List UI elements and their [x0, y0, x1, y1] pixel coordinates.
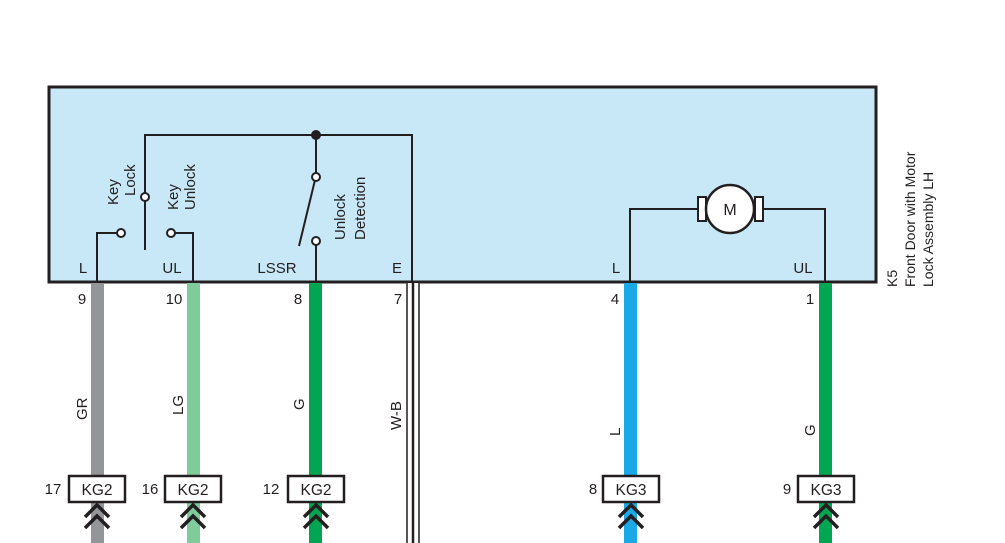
unlock-pivot-point	[311, 172, 321, 182]
connector-box	[163, 474, 223, 504]
key-lock-label-2: Lock	[122, 164, 139, 196]
unlock-detection-label-2: Detection	[352, 177, 369, 240]
connector-name: KG2	[300, 482, 331, 499]
chevron-icon	[302, 513, 330, 530]
chevron-icon	[302, 502, 330, 519]
terminal-name: UL	[162, 260, 181, 277]
pin-number: 9	[78, 291, 86, 308]
motor-body	[704, 183, 756, 235]
pin-number: 1	[806, 291, 814, 308]
key-unlock-contact-point	[166, 228, 176, 238]
wire-code: L	[607, 428, 624, 436]
chevron-icon	[812, 513, 840, 530]
motor-brush-right	[754, 196, 764, 222]
terminal-name: LSSR	[257, 260, 296, 277]
terminal-name: E	[392, 260, 402, 277]
unlock-detection-label-1: Unlock	[332, 194, 349, 240]
pin-number: 7	[394, 291, 402, 308]
connector-kg2-12: KG2 12	[263, 474, 346, 504]
connector-box	[796, 474, 856, 504]
wire-code: LG	[170, 395, 187, 415]
unlock-contact-point	[311, 236, 321, 246]
component-ref: K5	[884, 270, 900, 287]
connector-name: KG2	[81, 482, 112, 499]
key-lock-contact	[96, 232, 117, 282]
connector-box	[601, 474, 661, 504]
connector-pin: 9	[783, 481, 791, 498]
pin-number: 10	[166, 291, 183, 308]
key-pivot-point	[140, 192, 150, 202]
key-lock-contact-point	[116, 228, 126, 238]
key-unlock-label-1: Key	[165, 184, 182, 210]
connector-name: KG3	[615, 482, 646, 499]
connector-pin: 17	[45, 481, 62, 498]
motor-symbol: M	[697, 183, 764, 235]
chevron-icon	[179, 513, 207, 530]
connector-kg3-9: KG3 9	[783, 474, 856, 504]
component-body	[47, 85, 878, 284]
motor-label: M	[723, 202, 736, 219]
key-unlock-label-2: Unlock	[182, 164, 199, 210]
terminal-name: L	[612, 260, 620, 277]
connector-kg2-16: KG2 16	[142, 474, 223, 504]
component-name-line2: Lock Assembly LH	[920, 172, 936, 287]
connector-box	[286, 474, 346, 504]
pin-number: 8	[294, 291, 302, 308]
connector-kg2-17: KG2 17	[45, 474, 127, 504]
internal-circuit	[96, 134, 826, 282]
junction-dot	[311, 130, 321, 140]
chevron-icon	[617, 513, 645, 530]
motor-left-lead	[629, 208, 700, 282]
chevron-icon	[83, 513, 111, 530]
chevron-icon	[83, 502, 111, 519]
chevron-icon	[83, 502, 840, 530]
connector-pin: 8	[589, 481, 597, 498]
terminal-name: L	[79, 260, 87, 277]
pin-number: 4	[611, 291, 619, 308]
wires	[91, 283, 832, 543]
bus-line	[144, 134, 413, 282]
connector-name: KG2	[177, 482, 208, 499]
connector-box	[67, 474, 127, 504]
connector-kg3-8: KG3 8	[589, 474, 661, 504]
wire-code: G	[802, 424, 819, 436]
chevron-icon	[812, 502, 840, 519]
wire-code: W-B	[388, 401, 405, 430]
connector-pin: 16	[142, 481, 159, 498]
wire-code: GR	[74, 397, 91, 420]
unlock-switch-blade	[298, 179, 316, 247]
wire-code: G	[291, 398, 308, 410]
chevron-icon	[617, 502, 645, 519]
terminal-name: UL	[793, 260, 812, 277]
component-name-line1: Front Door with Motor	[902, 151, 918, 287]
connector-pin: 12	[263, 481, 280, 498]
switch-contacts	[116, 172, 321, 246]
wire-w-b	[406, 283, 420, 543]
chevron-icon	[179, 502, 207, 519]
key-unlock-contact	[175, 232, 194, 282]
motor-right-lead	[761, 208, 826, 282]
connector-name: KG3	[810, 482, 841, 499]
key-lock-label-1: Key	[105, 179, 122, 205]
